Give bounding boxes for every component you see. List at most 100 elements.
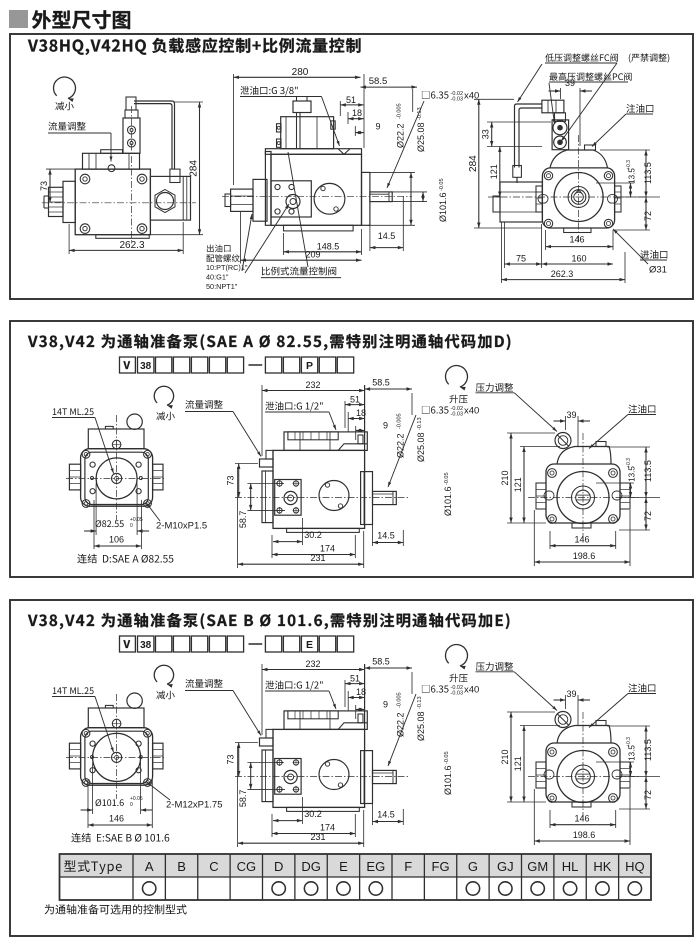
svg-text:121: 121 bbox=[513, 756, 523, 771]
svg-text:58.7: 58.7 bbox=[238, 790, 248, 808]
svg-text:9: 9 bbox=[383, 700, 388, 710]
svg-text:GJ: GJ bbox=[497, 859, 514, 874]
svg-text:Ø22.2: Ø22.2 bbox=[396, 123, 406, 148]
svg-text:-0.03: -0.03 bbox=[451, 412, 464, 418]
svg-text:13.5: 13.5 bbox=[628, 168, 637, 184]
svg-text:-0.13: -0.13 bbox=[417, 417, 423, 430]
svg-text:+0.3: +0.3 bbox=[626, 160, 632, 170]
svg-text:72: 72 bbox=[643, 790, 653, 800]
svg-text:50:NPT1": 50:NPT1" bbox=[206, 282, 238, 291]
svg-text:174: 174 bbox=[320, 823, 335, 833]
svg-text:30.2: 30.2 bbox=[304, 809, 322, 819]
svg-text:33: 33 bbox=[481, 129, 491, 139]
svg-text:GM: GM bbox=[527, 859, 548, 874]
svg-text:284: 284 bbox=[468, 155, 479, 172]
svg-text:262.3: 262.3 bbox=[119, 240, 144, 251]
svg-text:-0.005: -0.005 bbox=[397, 413, 403, 429]
svg-text:0: 0 bbox=[130, 523, 133, 529]
svg-text:231: 231 bbox=[310, 553, 325, 563]
svg-text:EG: EG bbox=[366, 859, 385, 874]
svg-text:38: 38 bbox=[140, 361, 152, 372]
svg-text:Ø101.6: Ø101.6 bbox=[443, 765, 453, 795]
svg-text:HQ: HQ bbox=[625, 859, 645, 874]
svg-text:40:G1": 40:G1" bbox=[206, 273, 229, 282]
svg-text:D: D bbox=[274, 859, 283, 874]
svg-text:30.2: 30.2 bbox=[304, 530, 322, 540]
svg-text:146: 146 bbox=[574, 535, 589, 545]
svg-text:73: 73 bbox=[226, 475, 236, 485]
svg-text:39: 39 bbox=[565, 78, 575, 88]
svg-text:-0.005: -0.005 bbox=[397, 103, 403, 119]
svg-text:75: 75 bbox=[516, 254, 526, 264]
svg-text:-0.05: -0.05 bbox=[444, 751, 450, 764]
svg-text:198.6: 198.6 bbox=[573, 830, 596, 840]
svg-text:198.6: 198.6 bbox=[573, 551, 596, 561]
svg-text:+0.05: +0.05 bbox=[130, 796, 143, 802]
svg-text:51: 51 bbox=[346, 95, 356, 105]
svg-text:-0.005: -0.005 bbox=[397, 692, 403, 708]
svg-text:Ø22.2: Ø22.2 bbox=[396, 712, 406, 737]
svg-text:39: 39 bbox=[566, 689, 576, 699]
svg-text:18: 18 bbox=[356, 687, 366, 697]
svg-text:B: B bbox=[177, 859, 186, 874]
svg-text:14.5: 14.5 bbox=[377, 810, 395, 820]
svg-text:18: 18 bbox=[356, 408, 366, 418]
svg-text:HL: HL bbox=[562, 859, 579, 874]
svg-text:58.5: 58.5 bbox=[372, 378, 390, 388]
svg-text:DG: DG bbox=[301, 859, 321, 874]
svg-text:58.5: 58.5 bbox=[372, 657, 390, 667]
svg-text:174: 174 bbox=[320, 544, 335, 554]
svg-text:Ø22.2: Ø22.2 bbox=[396, 433, 406, 458]
svg-text:-0.05: -0.05 bbox=[439, 178, 445, 191]
svg-text:10:PT(RC)1": 10:PT(RC)1" bbox=[206, 263, 248, 272]
svg-text:146: 146 bbox=[109, 814, 124, 824]
svg-text:284: 284 bbox=[189, 160, 200, 177]
svg-text:73: 73 bbox=[226, 754, 236, 764]
svg-text:231: 231 bbox=[310, 832, 325, 842]
svg-text:-0.02: -0.02 bbox=[451, 685, 464, 691]
svg-text:Ø101.6: Ø101.6 bbox=[443, 486, 453, 516]
svg-text:72: 72 bbox=[643, 511, 653, 521]
svg-text:+0.3: +0.3 bbox=[626, 458, 632, 468]
svg-text:210: 210 bbox=[500, 749, 510, 764]
svg-text:-0.02: -0.02 bbox=[451, 91, 464, 97]
svg-text:F: F bbox=[404, 859, 412, 874]
svg-text:-0.13: -0.13 bbox=[417, 696, 423, 709]
svg-text:x40: x40 bbox=[464, 685, 479, 696]
svg-text:x40: x40 bbox=[464, 406, 479, 417]
svg-text:51: 51 bbox=[350, 674, 360, 684]
svg-text:106: 106 bbox=[109, 535, 124, 545]
svg-text:121: 121 bbox=[489, 164, 499, 179]
svg-text:14.5: 14.5 bbox=[377, 531, 395, 541]
svg-text:Ø25.08: Ø25.08 bbox=[416, 122, 426, 152]
svg-text:E: E bbox=[339, 859, 348, 874]
svg-text:-0.03: -0.03 bbox=[451, 97, 464, 103]
svg-text:146: 146 bbox=[574, 814, 589, 824]
svg-text:HK: HK bbox=[593, 859, 611, 874]
svg-text:CG: CG bbox=[237, 859, 257, 874]
svg-text:121: 121 bbox=[513, 477, 523, 492]
svg-text:58.5: 58.5 bbox=[369, 76, 388, 87]
svg-text:2-M12xP1.75: 2-M12xP1.75 bbox=[166, 800, 223, 811]
svg-text:58.7: 58.7 bbox=[238, 511, 248, 529]
svg-text:148.5: 148.5 bbox=[317, 241, 340, 251]
svg-text:160: 160 bbox=[571, 254, 586, 264]
svg-text:Ø31: Ø31 bbox=[649, 265, 667, 276]
svg-text:232: 232 bbox=[305, 380, 320, 390]
svg-text:C: C bbox=[209, 859, 218, 874]
svg-text:G: G bbox=[468, 859, 478, 874]
svg-text:232: 232 bbox=[305, 659, 320, 669]
svg-text:280: 280 bbox=[292, 67, 309, 78]
svg-text:13.5: 13.5 bbox=[628, 466, 637, 482]
svg-text:13.5: 13.5 bbox=[628, 745, 637, 761]
svg-text:146: 146 bbox=[569, 235, 584, 245]
svg-text:-0.05: -0.05 bbox=[444, 472, 450, 485]
svg-text:113.5: 113.5 bbox=[643, 162, 653, 184]
svg-text:113.5: 113.5 bbox=[643, 460, 653, 482]
svg-text:210: 210 bbox=[500, 470, 510, 485]
svg-text:38: 38 bbox=[140, 640, 152, 651]
svg-text:72: 72 bbox=[643, 211, 653, 221]
svg-text:-0.03: -0.03 bbox=[451, 691, 464, 697]
svg-text:Ø25.08: Ø25.08 bbox=[416, 711, 426, 741]
svg-text:39: 39 bbox=[566, 410, 576, 420]
